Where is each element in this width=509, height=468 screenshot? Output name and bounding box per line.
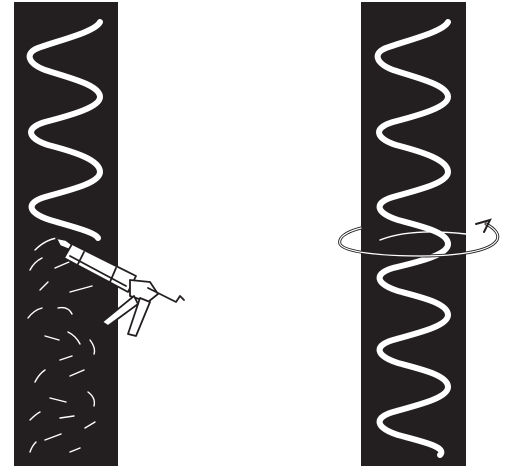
gun-trigger — [101, 295, 139, 327]
caulking-gun-icon — [55, 237, 185, 337]
left-panel — [14, 2, 118, 466]
left-strip — [14, 2, 118, 466]
right-squiggle-bead — [374, 19, 452, 458]
gun-handle — [127, 297, 151, 337]
gun-body — [129, 279, 159, 303]
right-strip — [361, 2, 466, 466]
twist-arrow-icon — [338, 218, 500, 258]
applied-dashes — [27, 237, 96, 453]
right-panel — [361, 2, 466, 466]
twist-arrowhead — [475, 218, 492, 233]
gun-plunger — [147, 287, 185, 303]
left-squiggle-bead — [26, 19, 104, 241]
gun-frame — [69, 255, 127, 287]
